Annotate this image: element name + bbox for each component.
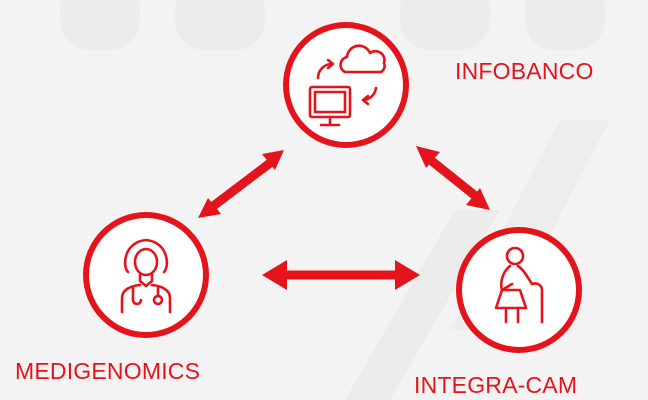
doctor-icon [120,238,172,314]
arrow-infobanco-integra-cam [416,146,490,210]
elderly-person-cane-icon [494,246,544,324]
arrow-medigenomics-integra-cam [262,260,420,290]
label-medigenomics: MEDIGENOMICS [15,358,201,384]
computer-cloud-sync-icon [308,44,386,127]
node-infobanco [283,22,409,148]
node-medigenomics [83,212,209,338]
node-integra-cam [456,227,582,353]
label-infobanco: INFOBANCO [455,58,594,84]
label-integra-cam: INTEGRA-CAM [414,372,578,398]
arrow-infobanco-medigenomics [198,150,284,218]
